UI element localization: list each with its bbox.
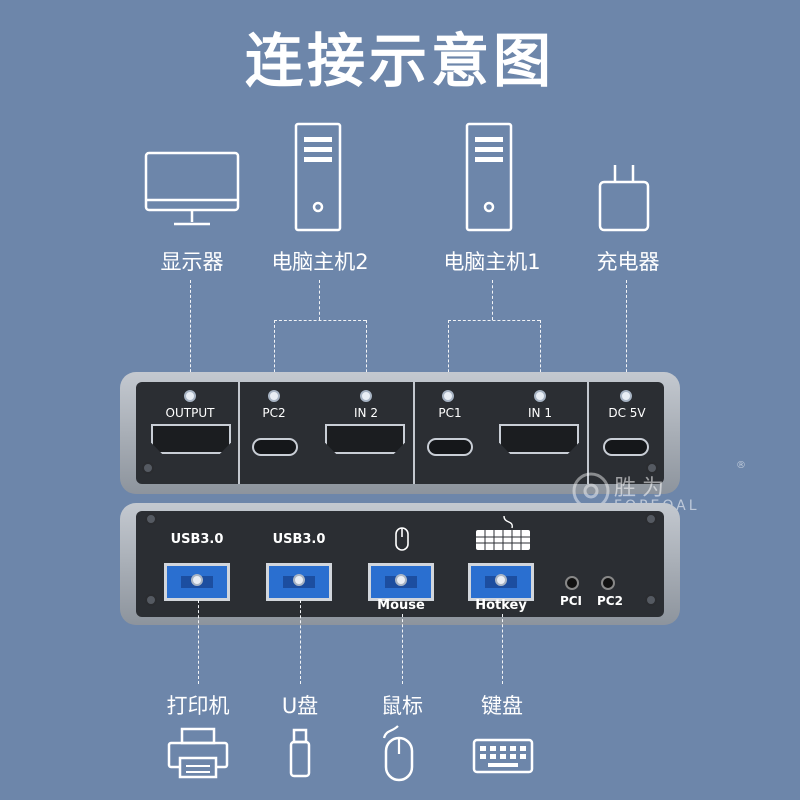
printer-label: 打印机 [166, 694, 230, 718]
divider [587, 382, 589, 484]
usbc-pc1-port[interactable] [427, 438, 473, 456]
pc2-label: 电脑主机2 [271, 250, 369, 274]
pc2-led [601, 576, 615, 590]
connector-line [626, 280, 627, 392]
mouse-icon [382, 725, 414, 782]
computer-tower-icon [465, 122, 513, 232]
monitor-icon [144, 151, 240, 226]
mouse-icon [395, 527, 409, 551]
monitor-label: 显示器 [160, 250, 224, 274]
usbc-dc-port[interactable] [603, 438, 649, 456]
dc-port-label: DC 5V [608, 406, 646, 420]
connector-line [319, 280, 320, 320]
keyboard-icon [472, 738, 534, 774]
connector-line [366, 320, 367, 392]
keyboard-icon [476, 515, 530, 550]
usb-indicator-dot [191, 574, 203, 586]
pc2-led-label: PC2 [597, 594, 623, 608]
pc1-label: 电脑主机1 [443, 250, 541, 274]
indicator-dot [184, 390, 196, 402]
watermark-reg: ® [736, 460, 746, 471]
connector-line [274, 320, 366, 321]
screw [142, 462, 154, 474]
usb-drive-icon [289, 728, 311, 778]
usb2-label: USB3.0 [272, 532, 326, 547]
indicator-dot [360, 390, 372, 402]
connector-line [492, 280, 493, 320]
connector-line [448, 320, 449, 392]
screw [145, 594, 157, 606]
charger-label: 充电器 [596, 250, 660, 274]
connector-line [540, 320, 541, 392]
in1-port-label: IN 1 [528, 406, 552, 420]
indicator-dot [534, 390, 546, 402]
connector-line [502, 614, 503, 684]
pc1-port-label: PC1 [438, 406, 462, 420]
usb-indicator-dot [293, 574, 305, 586]
hdmi-in1-port[interactable] [499, 424, 579, 454]
pc2-port-label: PC2 [262, 406, 286, 420]
indicator-dot [268, 390, 280, 402]
connector-line [448, 320, 540, 321]
charger-icon [598, 165, 650, 232]
screw [145, 513, 157, 525]
mouse-label: 鼠标 [381, 694, 423, 718]
connector-line [198, 600, 199, 684]
computer-tower-icon [294, 122, 342, 232]
screw [646, 462, 658, 474]
screw [645, 594, 657, 606]
page-title: 连接示意图 [244, 27, 555, 95]
usb-indicator-dot [395, 574, 407, 586]
udisk-label: U盘 [281, 694, 319, 718]
pc1-led-label: PCI [559, 594, 583, 608]
connector-line [274, 320, 275, 392]
keyboard-label: 键盘 [481, 694, 523, 718]
hotkey-port-label: Hotkey [475, 598, 527, 613]
usbc-pc2-port[interactable] [252, 438, 298, 456]
mouse-port-label: Mouse [377, 598, 425, 613]
hdmi-output-port[interactable] [151, 424, 231, 454]
pc1-led [565, 576, 579, 590]
divider [238, 382, 240, 484]
usb1-label: USB3.0 [170, 532, 224, 547]
indicator-dot [620, 390, 632, 402]
output-port-label: OUTPUT [165, 406, 215, 420]
watermark-cn: 胜为 [614, 476, 671, 501]
divider [413, 382, 415, 484]
connector-line [300, 600, 301, 684]
usb-indicator-dot [495, 574, 507, 586]
printer-icon [167, 727, 229, 779]
connector-line [190, 280, 191, 392]
hdmi-in2-port[interactable] [325, 424, 405, 454]
screw [645, 513, 657, 525]
indicator-dot [442, 390, 454, 402]
connector-line [402, 614, 403, 684]
in2-port-label: IN 2 [354, 406, 378, 420]
